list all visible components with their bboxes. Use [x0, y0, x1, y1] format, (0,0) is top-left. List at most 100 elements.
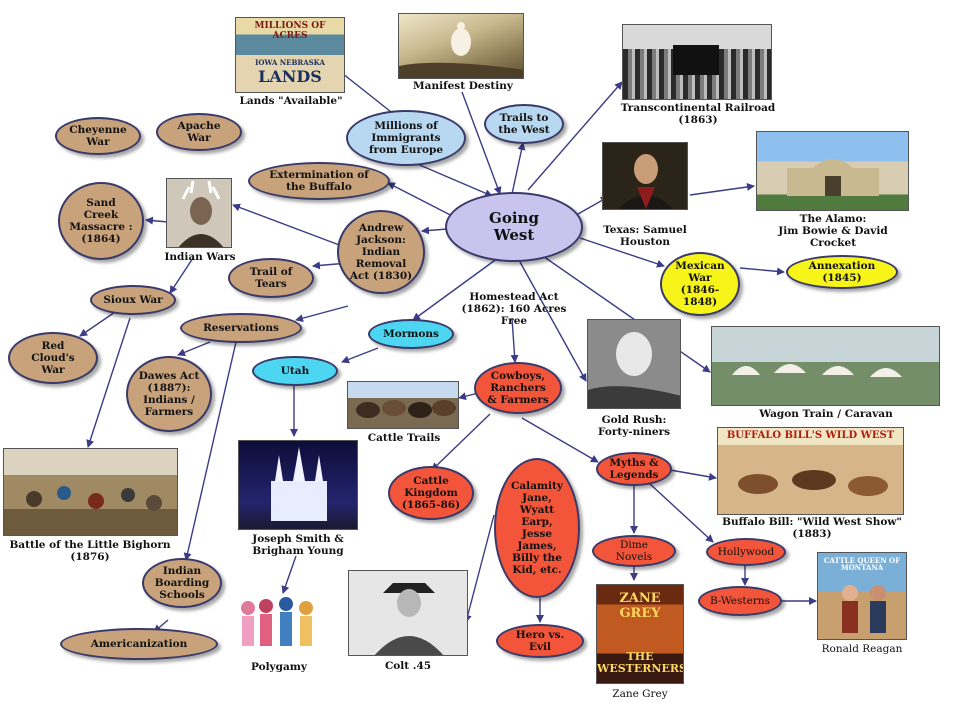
line-calamity-colt	[463, 514, 495, 623]
houston-portrait-image	[602, 142, 688, 210]
mormons-node: Mormons	[368, 319, 454, 349]
railroad-caption: Transcontinental Railroad (1863)	[620, 102, 776, 127]
trails-node: Trails to the West	[484, 104, 564, 144]
zane-grey-book-title: THE WESTERNERS	[597, 650, 684, 675]
houston-figure-icon	[619, 154, 673, 209]
boarding-schools-node: Indian Boarding Schools	[142, 558, 222, 608]
dime-novels-node: Dime Novels	[592, 535, 676, 567]
reservations-node: Reservations	[180, 313, 302, 343]
manifest-destiny-caption: Manifest Destiny	[413, 80, 513, 92]
polygamy-cartoon-image	[236, 594, 322, 658]
dawes-act-node: Dawes Act (1887): Indians / Farmers	[126, 356, 212, 432]
line-indianwars-sioux	[169, 257, 194, 294]
sand-creek-node: Sand Creek Massacre : (1864)	[58, 182, 144, 260]
line-sioux-bighorn	[86, 317, 131, 448]
line-myths-hollywood	[649, 483, 714, 543]
wagon-train-image	[711, 326, 940, 406]
annexation-node: Annexation (1845)	[786, 255, 898, 289]
lands-caption: Lands "Available"	[239, 95, 343, 107]
cattle-herd-icon	[356, 400, 456, 418]
buffalo-bill-caption: Buffalo Bill: "Wild West Show" (1883)	[722, 516, 902, 541]
smith-young-caption: Joseph Smith & Brigham Young	[252, 533, 344, 558]
hero-vs-evil-node: Hero vs. Evil	[496, 624, 584, 658]
line-mexicanwar-annexation	[739, 267, 785, 276]
buffalo-bill-poster-title: BUFFALO BILL'S WILD WEST	[726, 430, 895, 441]
cowboys-node: Cowboys, Ranchers & Farmers	[474, 362, 562, 414]
line-jackson-reservations	[295, 305, 349, 323]
alamo-caption: The Alamo: Jim Bowie & David Crocket	[778, 213, 888, 250]
line-jackson-indianwars	[232, 203, 343, 247]
buffalo-extermination-node: Extermination of the Buffalo	[248, 162, 390, 200]
line-immigrants-center	[407, 159, 493, 197]
line-cowboys-myths	[521, 417, 599, 463]
line-houston-alamo	[689, 183, 755, 196]
trail-of-tears-node: Trail of Tears	[228, 258, 314, 298]
line-center-mormons	[412, 257, 499, 321]
colt-image	[348, 570, 468, 656]
hollywood-node: Hollywood	[706, 538, 786, 566]
riders-icon	[738, 470, 888, 496]
lands-poster-lands: LANDS	[258, 67, 322, 86]
cattle-trails-caption: Cattle Trails	[367, 432, 441, 444]
movie-stars-icon	[842, 585, 886, 633]
wagon-train-caption: Wagon Train / Caravan	[759, 408, 893, 420]
manifest-figure-icon	[399, 22, 523, 78]
montana-poster-image: CATTLE QUEEN OF MONTANA	[817, 552, 907, 640]
line-indianwars-sandcreek	[145, 216, 169, 225]
lands-poster-subtitle: IOWA NEBRASKA	[255, 58, 325, 67]
line-reservations-boarding	[183, 341, 237, 561]
houston-caption: Texas: Samuel Houston	[603, 224, 687, 249]
line-reservations-dawes	[177, 341, 211, 357]
lands-poster-image: MILLIONS OF ACRES IOWA NEBRASKA LANDS	[235, 17, 345, 93]
line-mormons-utah	[341, 347, 379, 364]
mexican-war-node: Mexican War (1846- 1848)	[660, 252, 740, 316]
chief-portrait-icon	[178, 180, 224, 247]
jackson-removal-node: Andrew Jackson: Indian Removal Act (1830…	[337, 210, 425, 294]
sioux-war-node: Sioux War	[90, 285, 176, 315]
cattle-kingdom-node: Cattle Kingdom (1865-86)	[388, 466, 474, 520]
line-center-mexicanwar	[579, 237, 665, 268]
apache-war-node: Apache War	[156, 113, 242, 151]
salt-lake-temple-image	[238, 440, 358, 530]
calamity-jane-node: Calamity Jane, Wyatt Earp, Jesse James, …	[494, 458, 580, 598]
wagons-icon	[732, 364, 902, 377]
going-west-center-node: Going West	[445, 192, 583, 262]
b-westerns-node: B-Westerns	[698, 586, 782, 616]
line-center-railroad	[527, 81, 623, 191]
americanization-node: Americanization	[60, 628, 218, 660]
line-center-trails	[511, 142, 526, 195]
line-cowboys-cattlekingdom	[431, 413, 491, 471]
gunslinger-icon	[374, 583, 444, 655]
cheyenne-war-node: Cheyenne War	[55, 117, 141, 155]
line-smith-polygamy	[281, 555, 297, 594]
colt-caption: Colt .45	[384, 660, 432, 672]
reagan-caption: Ronald Reagan	[821, 643, 903, 655]
family-cartoon-icon	[241, 597, 313, 646]
line-center-wagon	[539, 253, 711, 373]
little-bighorn-caption: Battle of the Little Bighorn (1876)	[9, 539, 171, 564]
montana-poster-title: CATTLE QUEEN OF MONTANA	[823, 556, 901, 572]
line-homestead-cowboys	[510, 317, 519, 363]
line-myths-buffalobill	[669, 469, 717, 481]
myths-legends-node: Myths & Legends	[596, 452, 672, 486]
buffalo-bill-poster-image: BUFFALO BILL'S WILD WEST	[717, 427, 904, 515]
homestead-caption: Homestead Act (1862): 160 Acres Free	[461, 291, 567, 328]
little-bighorn-image	[3, 448, 178, 536]
line-sioux-redcloud	[79, 309, 119, 337]
alamo-building-icon	[787, 159, 879, 196]
battle-scene-icon	[26, 486, 162, 511]
line-center-gold	[519, 261, 587, 382]
gold-rush-image	[587, 319, 681, 409]
railroad-image	[622, 24, 772, 100]
prospector-icon	[588, 332, 680, 408]
zane-grey-book-image: ZANE GREY THE WESTERNERS	[596, 584, 684, 684]
utah-node: Utah	[252, 356, 338, 386]
cattle-trails-image	[347, 381, 459, 429]
zane-grey-caption: Zane Grey	[612, 688, 668, 700]
immigrants-node: Millions of Immigrants from Europe	[346, 110, 466, 166]
alamo-image	[756, 131, 909, 211]
red-cloud-war-node: Red Cloud's War	[8, 332, 98, 384]
lands-poster-title: MILLIONS OF ACRES	[254, 21, 326, 41]
zane-grey-book-author: ZANE GREY	[619, 591, 661, 621]
